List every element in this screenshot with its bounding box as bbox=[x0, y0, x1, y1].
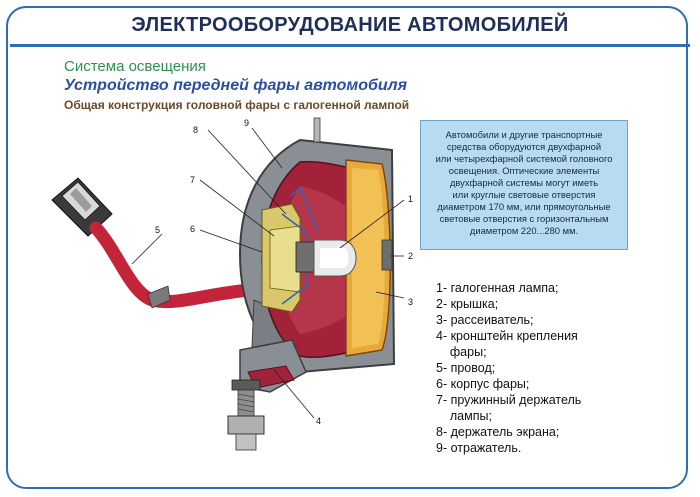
wire bbox=[89, 221, 257, 309]
legend-item: 9- отражатель. bbox=[436, 441, 522, 455]
callout-3: 3 bbox=[408, 297, 413, 307]
cover bbox=[381, 239, 393, 271]
legend-item: 1- галогенная лампа; bbox=[436, 281, 559, 295]
legend-item: 6- корпус фары; bbox=[436, 377, 530, 391]
wire-sheath bbox=[147, 285, 171, 309]
callout-9: 9 bbox=[244, 118, 249, 128]
callout-7: 7 bbox=[190, 175, 195, 185]
legend-item: 2- крышка; bbox=[436, 297, 499, 311]
info-line: Автомобили и другие транспортные bbox=[445, 129, 603, 140]
legend-item: лампы; bbox=[436, 409, 492, 423]
info-line: или четырехфарной системой головного bbox=[435, 153, 613, 164]
legend-item: 5- провод; bbox=[436, 361, 496, 375]
mounting-bracket bbox=[227, 339, 307, 451]
lens-glass bbox=[352, 168, 385, 348]
info-box: Автомобили и другие транспортные средств… bbox=[420, 120, 628, 250]
info-line: двухфарной системы могут иметь bbox=[449, 177, 599, 188]
callout-numbers: 8 9 7 6 5 1 2 3 4 bbox=[155, 118, 413, 426]
callout-leaders bbox=[131, 127, 405, 419]
info-line: диаметром 220...280 мм. bbox=[469, 225, 579, 236]
page-title: ЭЛЕКТРООБОРУДОВАНИЕ АВТОМОБИЛЕЙ bbox=[131, 14, 569, 36]
parts-legend: 1- галогенная лампа; 2- крышка; 3- рассе… bbox=[436, 280, 581, 456]
halogen-lamp bbox=[295, 239, 357, 277]
title-divider bbox=[10, 44, 690, 47]
callout-2: 2 bbox=[408, 251, 413, 261]
callout-5: 5 bbox=[155, 225, 160, 235]
diagram-caption: Общая конструкция головной фары с галоге… bbox=[64, 98, 410, 112]
callout-8: 8 bbox=[193, 125, 198, 135]
callout-4: 4 bbox=[316, 416, 321, 426]
legend-item: 3- рассеиватель; bbox=[436, 313, 534, 327]
diagram-subtitle: Устройство передней фары автомобиля bbox=[64, 77, 408, 94]
wire-connector bbox=[51, 177, 113, 237]
callout-1: 1 bbox=[408, 194, 413, 204]
info-line: световые отверстия с горизонтальным bbox=[439, 213, 609, 224]
lamp-holder bbox=[261, 186, 319, 313]
info-line: диаметром 170 мм, или прямоугольные bbox=[437, 201, 611, 212]
legend-item: фары; bbox=[436, 345, 487, 359]
callout-6: 6 bbox=[190, 224, 195, 234]
section-label: Система освещения bbox=[64, 58, 206, 75]
info-line: освещения. Оптические элементы bbox=[448, 165, 600, 176]
legend-item: 4- кронштейн крепления bbox=[436, 329, 578, 343]
info-line: средства оборудуются двухфарной bbox=[446, 141, 602, 152]
info-line: или круглые световые отверстия bbox=[452, 189, 596, 200]
legend-item: 7- пружинный держатель bbox=[436, 393, 582, 407]
legend-item: 8- держатель экрана; bbox=[436, 425, 560, 439]
